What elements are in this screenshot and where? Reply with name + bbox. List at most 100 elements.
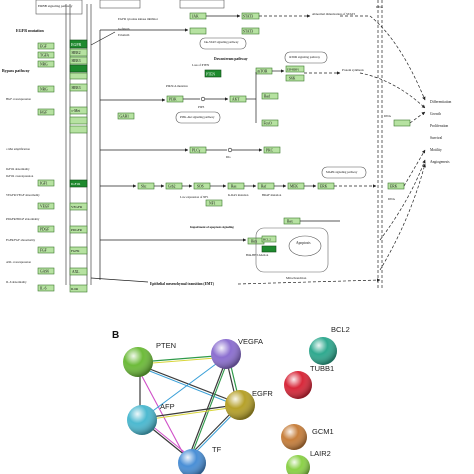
panel-a-pathway: ERBB signaling pathway EGFR mutation EGF… xyxy=(2,0,451,293)
node-lair2-label: LAIR2 xyxy=(310,449,331,458)
mitochondrion-shape xyxy=(255,227,329,273)
erlotinib-label: Erlotinib xyxy=(118,33,130,37)
edge-vegfa-tf-2 xyxy=(191,359,229,455)
pi3k-akt-box[interactable] xyxy=(175,111,221,124)
edge-afp-egfr xyxy=(143,404,237,419)
erbb-pathway-box xyxy=(35,0,83,15)
gene-erk-label: ERK xyxy=(320,185,328,189)
left-label-5: PDGFR/PDGF abnormality xyxy=(6,217,40,221)
node-afp[interactable]: AFP xyxy=(127,402,175,435)
node-gcm1[interactable]: GCM1 xyxy=(281,424,334,450)
edge-egfr-tf xyxy=(189,407,237,456)
gene-pdgf[interactable] xyxy=(37,225,55,233)
gene-her2[interactable] xyxy=(69,48,88,57)
gene-nf1[interactable] xyxy=(205,199,223,207)
gene-bcl2-label: BCL2 xyxy=(263,238,271,242)
gene-bcl2-mito[interactable] xyxy=(261,235,277,243)
gene-cmet-3[interactable] xyxy=(69,125,88,134)
edge-pten-egfr-2 xyxy=(141,367,239,407)
panel-b-network: B PTEN xyxy=(112,325,350,474)
gene-shc-label: Shc xyxy=(141,185,147,189)
gene-egfr-3[interactable] xyxy=(69,72,88,80)
gene-gab1-label: GAB1 xyxy=(120,115,130,119)
gene-pten-label: PTEN xyxy=(206,73,215,77)
gene-egfr-dark[interactable] xyxy=(69,64,88,73)
dna-label-0: DNA xyxy=(376,5,384,9)
node-vegfa[interactable]: VEGFA xyxy=(211,337,263,369)
gene-gab1[interactable] xyxy=(117,112,135,120)
bypass-pathway-label: Bypass pathway xyxy=(2,68,30,73)
gene-pi3k-label: PI3K xyxy=(169,98,177,102)
gene-pten[interactable] xyxy=(204,69,222,78)
mtor-box[interactable] xyxy=(284,51,328,64)
gene-fgf[interactable] xyxy=(37,246,55,254)
egfr-tki-label: EGFR tyrosine kinase inhibitor xyxy=(118,17,159,21)
erbb-pathway-label: ERBB signaling pathway xyxy=(38,4,73,8)
gene-pdgfr-label: PDGFR xyxy=(71,228,83,232)
gene-eif4ebp1-label: EIF4EBP1 xyxy=(287,69,300,72)
gene-cmet-2[interactable] xyxy=(69,116,88,125)
gene-bad[interactable] xyxy=(261,92,279,100)
gene-il6r[interactable] xyxy=(69,284,88,293)
left-label-2: IGF1R abnormality xyxy=(6,167,30,171)
gene-vegf[interactable] xyxy=(37,202,55,210)
gene-egf[interactable] xyxy=(37,42,55,50)
gene-egfr-main[interactable] xyxy=(69,39,88,49)
gene-nuclear-1[interactable] xyxy=(393,119,411,127)
gene-casp9[interactable] xyxy=(261,245,277,253)
gene-her2-label: HER2 xyxy=(72,51,81,55)
braf-label: BRAF mutation xyxy=(262,193,282,197)
gene-gas6[interactable] xyxy=(37,267,55,275)
gene-igf1r[interactable] xyxy=(69,179,88,188)
gene-fgf-label: FGF xyxy=(40,249,47,253)
pip3-label: PIP3 xyxy=(198,105,205,109)
node-tf[interactable]: TF xyxy=(178,445,222,474)
gene-vegfr[interactable] xyxy=(69,202,88,211)
node-vegfa-label: VEGFA xyxy=(238,337,263,346)
gene-s6k[interactable] xyxy=(285,74,305,82)
low-nf1-label: Low expression of NF1 xyxy=(180,195,209,199)
left-label-8: IL-6 abnormality xyxy=(6,280,27,284)
gene-stat3b[interactable] xyxy=(241,27,260,35)
gene-igf1[interactable] xyxy=(37,179,55,187)
node-tubb1[interactable]: TUBB1 xyxy=(284,364,334,399)
jak-stat-box[interactable] xyxy=(199,37,247,50)
node-lair2[interactable]: LAIR2 xyxy=(286,449,331,474)
node-bcl2[interactable]: BCL2 xyxy=(309,325,350,365)
node-egfr-label: EGFR xyxy=(252,389,273,398)
gene-cmet[interactable] xyxy=(69,106,88,115)
gene-axl[interactable] xyxy=(69,267,88,276)
gene-pdgfr[interactable] xyxy=(69,225,88,234)
apoptosis-ellipse xyxy=(288,235,322,257)
gene-cmet-label: c-Met xyxy=(72,109,81,113)
mtor-pathway-label: mTOR signaling pathway xyxy=(289,55,320,59)
gene-eif4ebp1[interactable] xyxy=(285,65,305,73)
top-box-2 xyxy=(99,0,141,9)
node-pten[interactable]: PTEN xyxy=(123,341,176,377)
gene-jak-2[interactable] xyxy=(189,27,207,35)
gene-her3[interactable] xyxy=(69,56,88,65)
mapk-box[interactable] xyxy=(321,166,367,179)
gene-tgfa-label: TGFA xyxy=(40,54,50,58)
gene-nrg-2[interactable] xyxy=(37,85,55,93)
gene-foxo[interactable] xyxy=(261,119,279,127)
gene-il6[interactable] xyxy=(37,284,55,292)
gene-her3-2[interactable] xyxy=(69,83,88,92)
gene-pdgf-label: PDGF xyxy=(40,228,49,232)
gene-ras-label: Ras xyxy=(231,185,237,189)
node-bcl2-label: BCL2 xyxy=(331,325,350,334)
apoptosis-label: Apoptosis xyxy=(296,241,311,245)
gene-gas6-label: GAS6 xyxy=(40,270,49,274)
gene-pkc[interactable] xyxy=(263,146,281,154)
gene-raf-label: Raf xyxy=(261,185,267,189)
gene-hgf[interactable] xyxy=(37,108,55,116)
gene-bax-label: Bax xyxy=(287,220,293,224)
node-afp-label: AFP xyxy=(160,402,175,411)
node-tubb1-label: TUBB1 xyxy=(310,364,334,373)
gene-nrg[interactable] xyxy=(37,60,55,68)
gene-fgfr[interactable] xyxy=(69,246,88,255)
node-egfr[interactable]: EGFR xyxy=(225,389,273,420)
gene-grb2-label: Grb2 xyxy=(168,185,176,189)
gene-tgfa[interactable] xyxy=(37,51,55,59)
